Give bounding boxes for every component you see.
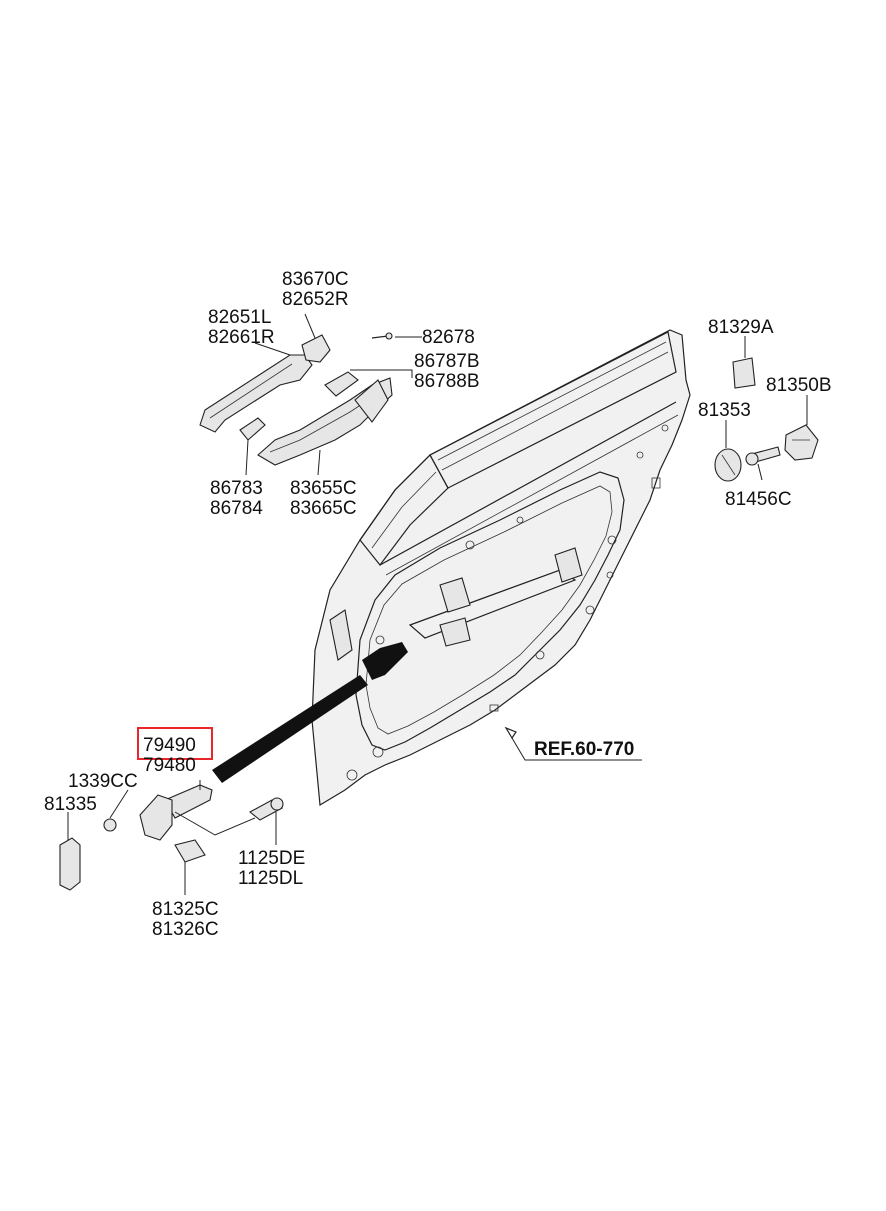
label-82651L: 82651L bbox=[208, 307, 271, 328]
highlight-box bbox=[137, 727, 213, 760]
label-1125DL: 1125DL bbox=[238, 868, 303, 889]
leader-lines bbox=[67, 313, 808, 895]
label-ref: REF.60-770 bbox=[534, 739, 634, 760]
outside-handle-group bbox=[199, 332, 393, 466]
handle-cover bbox=[301, 334, 331, 363]
label-86787B: 86787B bbox=[414, 351, 480, 372]
label-1125DE: 1125DE bbox=[238, 848, 305, 869]
nut bbox=[103, 818, 117, 832]
striker bbox=[784, 424, 819, 461]
label-79480: 79480 bbox=[143, 755, 196, 776]
label-83655C: 83655C bbox=[290, 478, 357, 499]
label-82661R: 82661R bbox=[208, 327, 275, 348]
label-81350B: 81350B bbox=[766, 375, 832, 396]
label-83665C: 83665C bbox=[290, 498, 357, 519]
label-83670C: 83670C bbox=[282, 269, 349, 290]
label-81326C: 81326C bbox=[152, 919, 219, 940]
label-82652R: 82652R bbox=[282, 289, 349, 310]
cap bbox=[714, 448, 742, 482]
label-86783: 86783 bbox=[210, 478, 263, 499]
part-labels: 83670C 82652R 82651L 82661R 82678 86787B… bbox=[44, 269, 832, 940]
label-86784: 86784 bbox=[210, 498, 263, 519]
pointer-wedge bbox=[212, 675, 368, 783]
label-79490: 79490 bbox=[143, 735, 196, 756]
label-81329A: 81329A bbox=[708, 317, 774, 338]
door-panel bbox=[311, 329, 691, 807]
outside-handle bbox=[199, 354, 313, 433]
label-81335: 81335 bbox=[44, 794, 97, 815]
pad bbox=[732, 357, 756, 389]
label-86788B: 86788B bbox=[414, 371, 480, 392]
label-81456C: 81456C bbox=[725, 489, 792, 510]
label-81325C: 81325C bbox=[152, 899, 219, 920]
door-check-group bbox=[59, 784, 284, 891]
handle-gasket bbox=[324, 371, 359, 397]
handle-escutcheon bbox=[239, 417, 266, 441]
door-checker-body bbox=[139, 794, 173, 841]
label-82678: 82678 bbox=[422, 327, 475, 348]
rubber-stopper bbox=[174, 839, 206, 863]
label-1339CC: 1339CC bbox=[68, 771, 138, 792]
check-bracket bbox=[59, 837, 81, 891]
door-checker-arm bbox=[164, 784, 213, 819]
label-81353: 81353 bbox=[698, 400, 751, 421]
right-small-parts bbox=[714, 357, 819, 482]
